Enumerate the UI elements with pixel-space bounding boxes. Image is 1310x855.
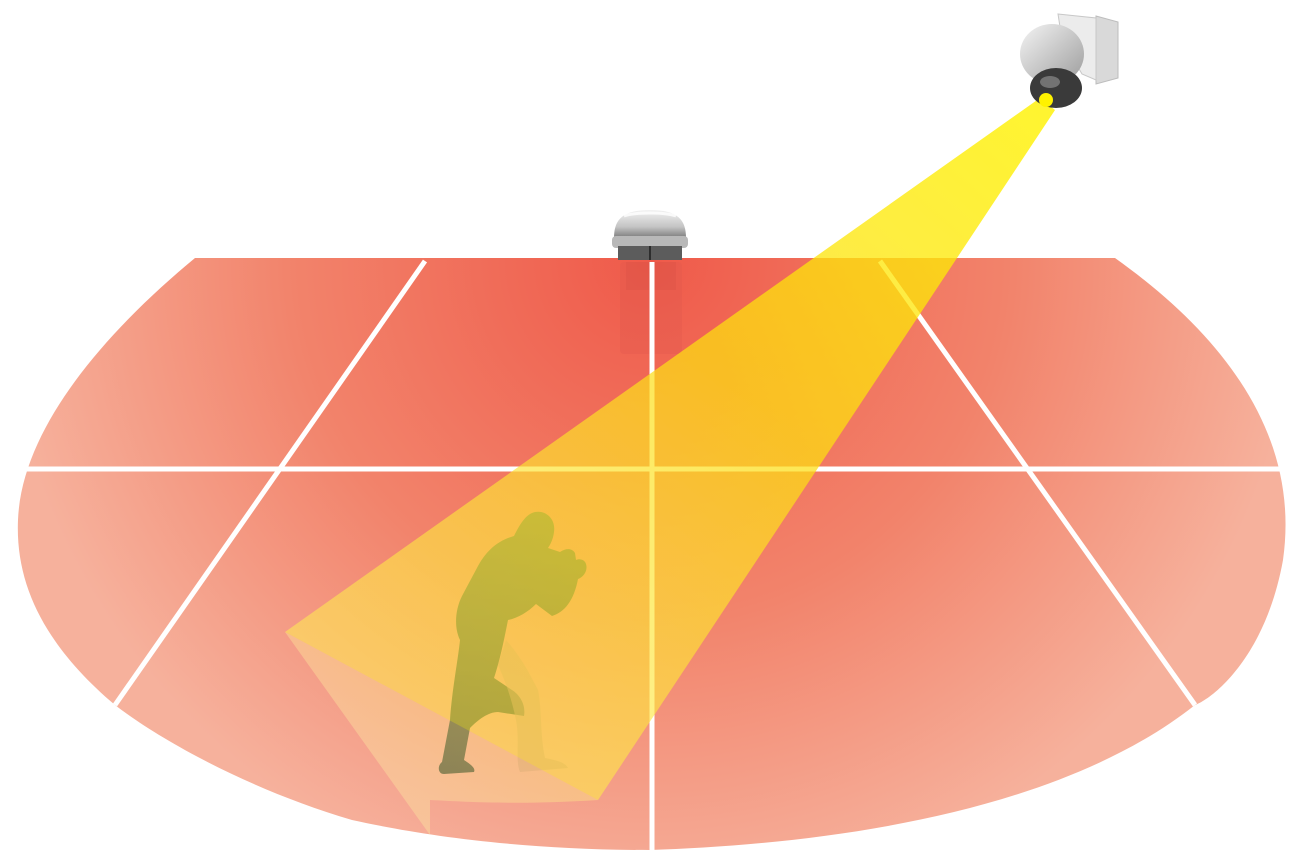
ptz-camera-beam (285, 98, 1055, 835)
zone-grid-diagonal-left-inner (112, 259, 428, 707)
zone-grid-diagonal-right-inner (877, 259, 1198, 707)
ptz-dome-camera-icon (1020, 13, 1119, 108)
radar-sensor-icon (612, 210, 688, 260)
ptz-camera-lens (1039, 93, 1053, 107)
ptz-camera-beam-core (285, 98, 1055, 800)
